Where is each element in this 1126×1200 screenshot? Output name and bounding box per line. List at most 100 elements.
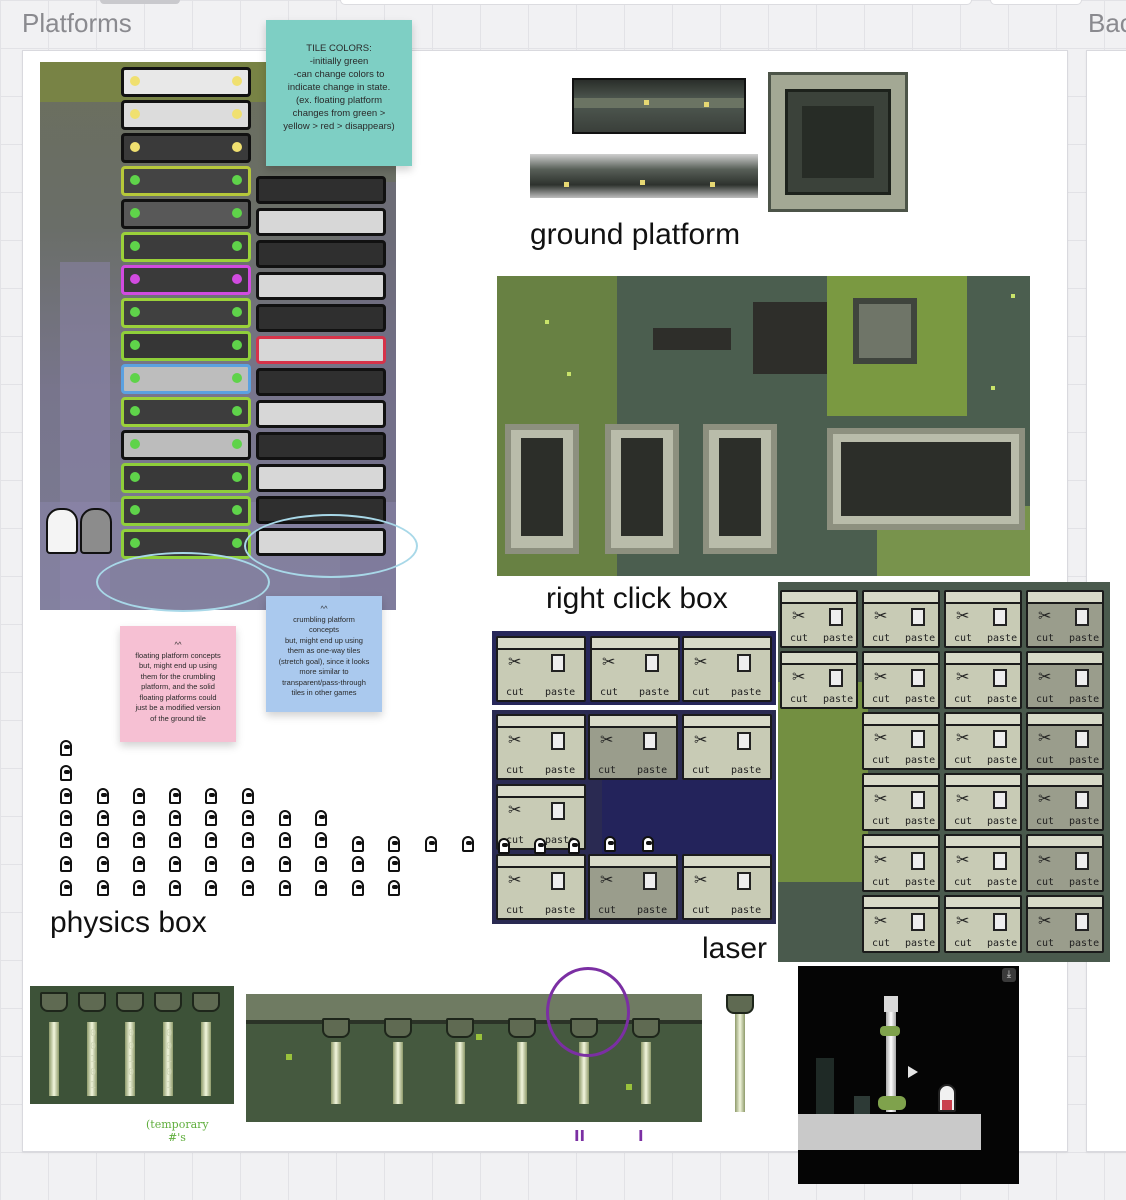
cut-label: cut [600,687,619,698]
label-ground-platform: ground platform [530,218,741,251]
menu-title-bar [684,716,770,728]
paste-label: paste [987,816,1018,827]
player-cloak [942,1100,952,1110]
paste-label: paste [545,687,576,698]
platform-tile [121,496,251,526]
scissors-icon: ✂ [1038,730,1052,747]
laser-digit: 0 [127,1028,135,1039]
tile-light [232,76,242,86]
ground-platform-sprite-small [572,78,746,134]
tile-light [130,76,140,86]
game-preview[interactable]: ⤓ [798,966,1019,1184]
paste-icon [993,669,1007,687]
paste-label: paste [905,877,936,888]
menu-title-bar [864,592,938,604]
text-panel-wide [827,428,1025,530]
laser-emitter [192,992,220,1012]
laser-beam [87,1022,97,1096]
menu-title-bar [864,653,938,665]
cut-label: cut [1036,816,1055,827]
sticky-line: of the ground tile [150,713,206,723]
ghost-sprite [169,832,181,848]
menu-title-bar [1028,592,1102,604]
scissors-icon: ✂ [600,872,614,889]
paste-icon [993,852,1007,870]
ghost-sprite [352,856,364,872]
tile-light [232,175,242,185]
laser-beam [331,1042,341,1104]
laser-beam [455,1042,465,1104]
paste-label: paste [987,694,1018,705]
tile-light [130,439,140,449]
scissors-icon: ✂ [694,654,708,671]
menu-title-bar [498,716,584,728]
tile-light [130,142,140,152]
crumbling-tile [256,336,386,364]
sticky-line: TILE COLORS: [306,43,372,54]
ghost-sprite [315,810,327,826]
sticky-note-floating-platform[interactable]: ^^ floating platform concepts but, might… [120,626,236,742]
paste-icon [911,608,925,626]
paste-label: paste [987,633,1018,644]
crumbling-tile [256,208,386,236]
offscreen-toolbar-edge [340,0,972,5]
night-sky [602,780,776,860]
ghost-sprite [279,856,291,872]
paste-icon [645,654,659,672]
ghost-sprite [97,880,109,896]
ghost-sprite [315,880,327,896]
paste-icon [911,730,925,748]
sticky-line: just be a modified version [135,703,221,712]
paste-icon [993,791,1007,809]
platform-tile [121,397,251,427]
ghost-sprite [60,832,72,848]
tile-light [130,274,140,284]
menu-title-bar [864,836,938,848]
spark [286,1054,292,1060]
scissors-icon: ✂ [956,791,970,808]
download-icon[interactable]: ⤓ [1002,968,1016,982]
sticky-line: but, might end up using [139,661,217,670]
ghost-sprite [205,788,217,804]
spark [1011,294,1015,298]
paste-icon [993,730,1007,748]
menu-title-bar [592,638,678,650]
cut-label: cut [954,816,973,827]
paste-label: paste [1069,694,1100,705]
menu-title-bar [498,856,584,868]
scissors-icon: ✂ [508,802,522,819]
laser-digit: 0 [89,1028,97,1039]
sticky-line: them as one-way tiles [287,646,361,655]
scissors-icon: ✂ [874,913,888,930]
cut-label: cut [1036,755,1055,766]
pillar-block [854,1096,870,1114]
block-core [802,106,874,178]
ghost-sprite [205,856,217,872]
ghost-sprite [498,838,510,854]
laser-digit: 0 [165,1028,173,1039]
paste-label: paste [987,877,1018,888]
platform-light [710,182,715,187]
laser-emitter [322,1018,350,1038]
paste-icon [911,913,925,931]
tile-light [232,472,242,482]
ghost-sprite [534,838,546,854]
menu-title-bar [946,897,1020,909]
laser-emitter [116,992,144,1012]
play-icon[interactable] [908,1066,918,1078]
scissors-icon: ✂ [874,730,888,747]
laser-digit: 0 [89,1067,97,1078]
frame-title-platforms: Platforms [22,8,132,38]
sticky-note-crumbling-platform[interactable]: ^^ crumbling platform concepts but, migh… [266,596,382,712]
tile-light [232,340,242,350]
sticky-note-tile-colors[interactable]: TILE COLORS: -initially green -can chang… [266,20,412,166]
ghost-sprite [60,880,72,896]
sticky-line: (stretch goal), since it looks [278,656,370,666]
